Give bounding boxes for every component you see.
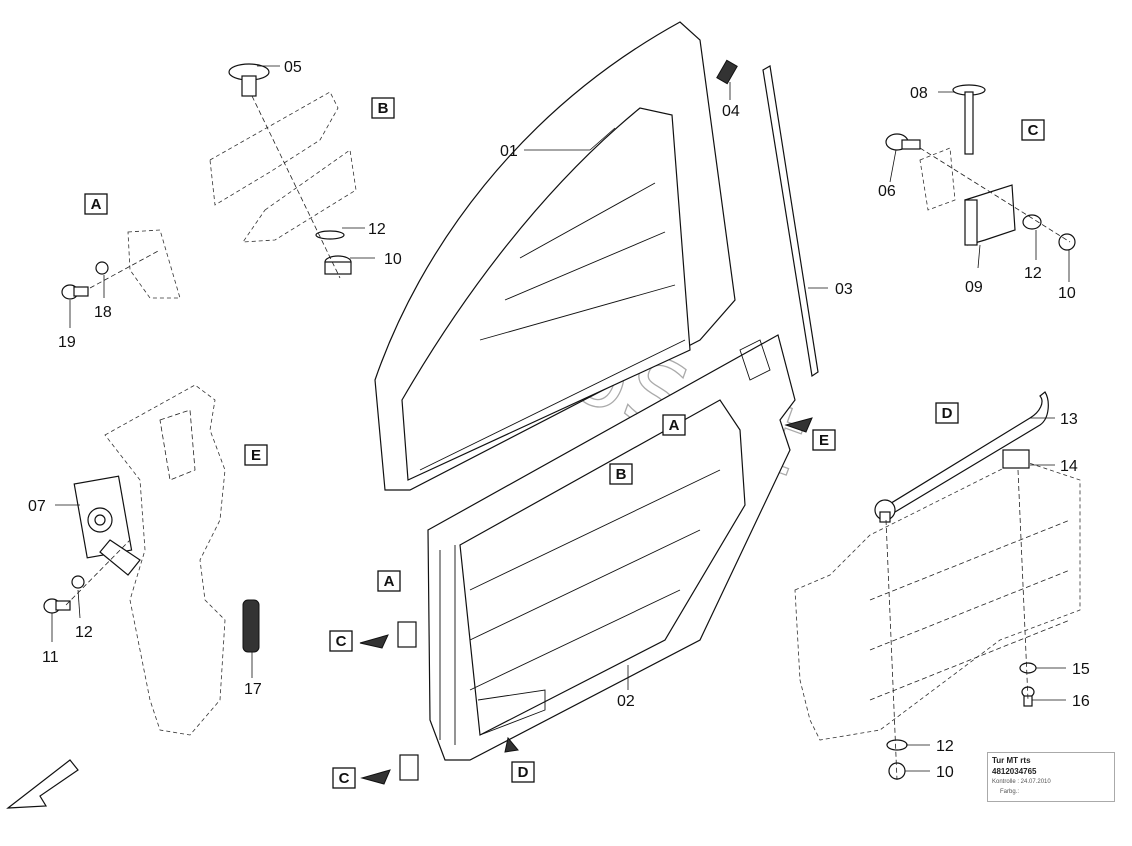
detail-label-c-2: C <box>329 630 353 652</box>
callout-06: 06 <box>878 183 896 200</box>
title-block: Tur MT rts 4812034765 Kontrolle : 24.07.… <box>987 752 1115 802</box>
hinge-bracket-lower <box>399 754 419 781</box>
callout-14: 14 <box>1060 458 1078 475</box>
callout-11: 11 <box>42 649 59 666</box>
callout-numbers: 01 02 03 04 05 06 07 08 09 10 10 10 11 1… <box>28 59 1090 781</box>
callout-10-detail-b: 10 <box>384 251 402 268</box>
title-block-part-number: 4812034765 <box>992 767 1037 776</box>
svg-text:A: A <box>669 417 680 434</box>
pointer-arrows <box>359 417 813 785</box>
svg-text:D: D <box>518 764 529 781</box>
detail-label-boxes: A A A B B C C C <box>84 97 1045 789</box>
svg-text:E: E <box>819 432 829 449</box>
svg-text:C: C <box>1028 122 1039 139</box>
callout-01: 01 <box>500 143 518 160</box>
direction-arrow-icon <box>6 759 79 809</box>
door-frame-part-02 <box>427 334 796 761</box>
detail-label-c-1: C <box>1021 119 1045 141</box>
callout-10-detail-c: 10 <box>1058 285 1076 302</box>
detail-b-assembly <box>209 63 357 279</box>
bolt-part-04 <box>716 59 738 85</box>
callout-05: 05 <box>284 59 302 76</box>
callout-02: 02 <box>617 693 635 710</box>
svg-text:E: E <box>251 447 261 464</box>
seal-strip-part-03 <box>762 65 819 378</box>
callout-19: 19 <box>58 334 76 351</box>
window-frame-part-01 <box>374 21 736 491</box>
detail-label-a-3: A <box>377 570 401 592</box>
detail-label-a-2: A <box>662 414 686 436</box>
svg-text:C: C <box>339 770 350 787</box>
callout-03: 03 <box>835 281 853 298</box>
detail-d-assembly <box>794 391 1081 781</box>
callout-10-detail-d: 10 <box>936 764 954 781</box>
svg-text:A: A <box>384 573 395 590</box>
leader-lines <box>51 65 1070 772</box>
callout-12-detail-c: 12 <box>1024 265 1042 282</box>
title-block-name: Tur MT rts <box>992 756 1031 765</box>
detail-label-e-1: E <box>244 444 268 466</box>
callout-12-detail-b: 12 <box>368 221 386 238</box>
callout-16: 16 <box>1072 693 1090 710</box>
callout-13: 13 <box>1060 411 1078 428</box>
detail-e-assembly <box>43 384 260 736</box>
callout-12-detail-d: 12 <box>936 738 954 755</box>
title-block-check-date: Kontrolle : 24.07.2010 <box>992 779 1051 785</box>
title-block-color: Farbg.: <box>1000 789 1020 795</box>
detail-label-d-1: D <box>935 402 959 424</box>
svg-text:A: A <box>91 196 102 213</box>
svg-text:B: B <box>378 100 389 117</box>
detail-label-b-2: B <box>609 463 633 485</box>
detail-c-assembly <box>885 84 1076 251</box>
detail-label-a-1: A <box>84 193 108 215</box>
detail-label-e-2: E <box>812 429 836 451</box>
callout-12-detail-e: 12 <box>75 624 93 641</box>
callout-09: 09 <box>965 279 983 296</box>
svg-text:C: C <box>336 633 347 650</box>
detail-label-d-2: D <box>511 761 535 783</box>
callout-04: 04 <box>722 103 740 120</box>
callout-08: 08 <box>910 85 928 102</box>
callout-07: 07 <box>28 498 46 515</box>
detail-a-assembly <box>61 229 181 300</box>
svg-text:D: D <box>942 405 953 422</box>
callout-15: 15 <box>1072 661 1090 678</box>
detail-label-c-3: C <box>332 767 356 789</box>
svg-text:B: B <box>616 466 627 483</box>
callout-18: 18 <box>94 304 112 321</box>
callout-17: 17 <box>244 681 262 698</box>
detail-label-b-1: B <box>371 97 395 119</box>
hinge-bracket-upper <box>397 621 417 648</box>
